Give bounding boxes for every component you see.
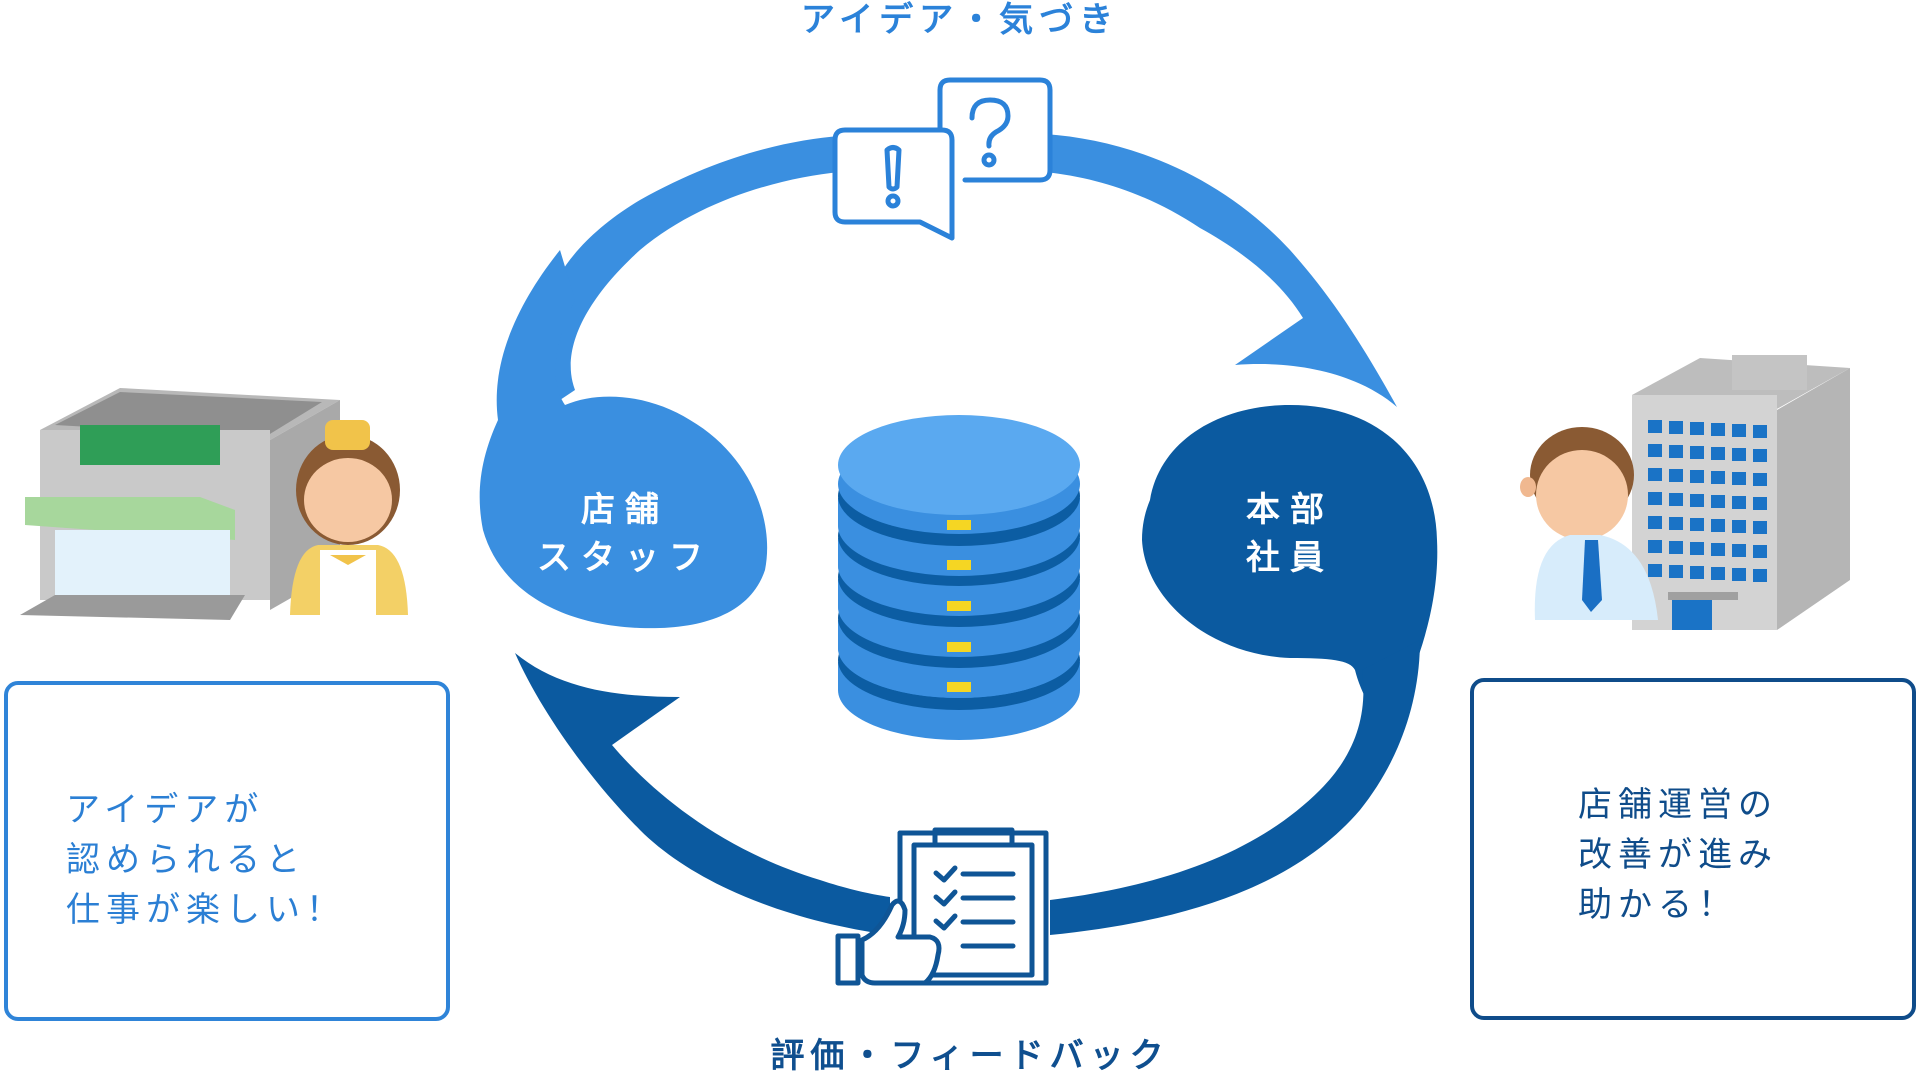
building-window [1711,495,1725,508]
office-building-illustration [1632,355,1850,630]
building-window [1732,544,1746,557]
cycle-arrow-ideas [540,136,840,400]
building-window [1732,568,1746,581]
message-line: アイデアが [66,790,265,830]
building-window [1753,521,1767,534]
database-top [838,415,1080,515]
hq-staff-message: 店舗運営の 改善が進み 助かる！ [1578,780,1778,930]
cycle-label-ideas: アイデア・気づき [800,0,1120,40]
building-window [1669,421,1683,434]
message-line: 助かる！ [1578,885,1738,925]
cycle-arrow-ideas-right [1045,134,1397,407]
building-window [1648,516,1662,529]
building-window [1648,468,1662,481]
building-window [1690,566,1704,579]
building-window [1669,445,1683,458]
database-indicator-light [947,560,971,570]
building-window [1732,520,1746,533]
clipboard-thumbs-up-icon [835,827,1049,986]
building-window [1753,473,1767,486]
building-window [1732,472,1746,485]
building-window [1669,517,1683,530]
hq-staff-label-line: 本部 [1246,490,1334,530]
building-window [1690,422,1704,435]
building-window [1732,496,1746,509]
building-window [1753,449,1767,462]
database-indicator-light [947,520,971,530]
building-window [1648,420,1662,433]
building-window [1753,545,1767,558]
store-staff-label-line: 店舗 [581,490,669,530]
hq-staff-label: 本部 社員 [1165,486,1415,582]
store-staff-bubble [479,250,768,629]
message-line: 認められると [66,840,306,880]
building-window [1669,541,1683,554]
building-window [1669,565,1683,578]
building-window [1753,569,1767,582]
cycle-arrow-feedback-right [1050,640,1420,935]
building-window [1690,518,1704,531]
building-window [1732,448,1746,461]
store-staff-label: 店舗 スタッフ [500,486,750,582]
message-line: 改善が進み [1578,835,1778,875]
building-window [1711,519,1725,532]
building-window [1711,423,1725,436]
cycle-label-feedback: 評価・フィードバック [770,1036,1170,1076]
building-window [1690,470,1704,483]
building-window [1753,497,1767,510]
database-icon [838,415,1080,740]
speech-bubbles-icon [832,77,1053,241]
building-window [1711,567,1725,580]
building-window [1648,564,1662,577]
building-window [1711,471,1725,484]
building-window [1648,444,1662,457]
thumbs-up-icon [835,898,942,986]
checklist-icon [933,865,1016,949]
hq-staff-bubble [1142,405,1438,716]
store-building-illustration [20,388,340,620]
building-window [1753,425,1767,438]
building-window [1648,492,1662,505]
hq-employee-person-illustration [1520,427,1658,620]
message-line: 仕事が楽しい！ [66,890,346,930]
building-window [1732,424,1746,437]
building-window [1669,469,1683,482]
store-staff-message-box: アイデアが 認められると 仕事が楽しい！ [4,681,450,1021]
building-window [1711,447,1725,460]
building-window [1690,494,1704,507]
building-window [1690,446,1704,459]
store-staff-person-illustration [290,420,408,615]
building-window [1690,542,1704,555]
hq-staff-message-box: 店舗運営の 改善が進み 助かる！ [1470,678,1916,1020]
database-indicator-light [947,682,971,692]
building-window [1648,540,1662,553]
exclamation-mark-icon [884,145,902,192]
store-staff-message: アイデアが 認められると 仕事が楽しい！ [66,785,346,935]
database-indicator-light [947,601,971,611]
hq-staff-label-line: 社員 [1246,538,1334,578]
cycle-arrow-feedback-left [515,653,890,935]
database-indicator-light [947,642,971,652]
building-window [1669,493,1683,506]
building-window [1711,543,1725,556]
message-line: 店舗運営の [1578,785,1778,825]
store-staff-label-line: スタッフ [537,538,713,578]
question-mark-icon [969,97,1011,149]
